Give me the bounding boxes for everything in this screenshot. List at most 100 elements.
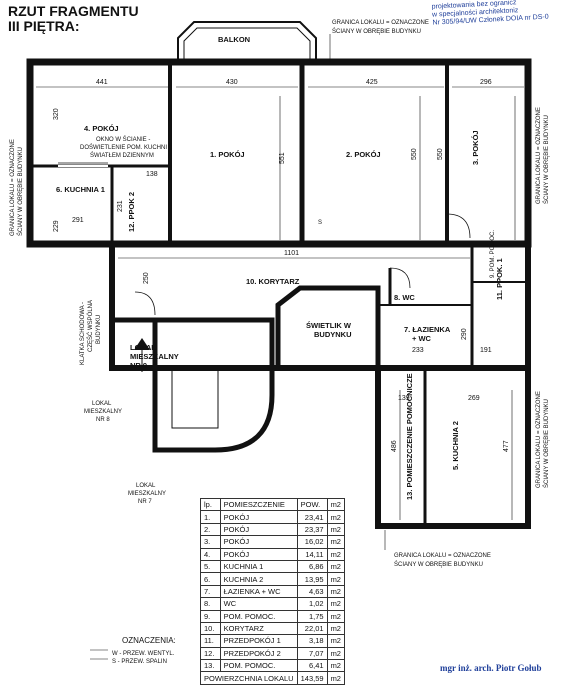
dim-139: 139: [398, 395, 410, 402]
table-cell: 7,07: [296, 646, 328, 661]
room-9-label: 9. POM. POMOC.: [490, 230, 496, 278]
boundary-right-top-1: GRANICA LOKALU = OZNACZONE: [536, 107, 542, 204]
room-4-label: 4. POKÓJ: [84, 124, 119, 133]
title-line-1: RZUT FRAGMENTU: [8, 3, 139, 19]
dim-477: 477: [503, 440, 510, 452]
room-12-label: 12. PPOK 2: [127, 192, 136, 232]
dim-425: 425: [366, 79, 378, 86]
table-cell: m2: [326, 559, 345, 574]
table-cell: POM. POMOC.: [219, 609, 298, 623]
room-13-label: 13. POMIESZCZENIE POMOCNICZE: [405, 373, 414, 500]
skylight-walls: [275, 285, 381, 371]
table-cell: 11.: [200, 634, 221, 648]
legend-flue: S - PRZEW. SPALIN: [112, 659, 167, 665]
room-10-label: 10. KORYTARZ: [246, 277, 300, 286]
architect-signature: mgr inż. arch. Piotr Gołub: [440, 663, 542, 673]
unit9-label-1: LOKAL: [130, 343, 156, 352]
table-cell: 7.: [200, 584, 221, 599]
unit9-label-2: MIESZKALNY: [130, 352, 179, 361]
stairwell-walls: [112, 317, 275, 453]
table-cell: m2: [326, 597, 345, 611]
boundary-left-2: ŚCIANY W OBRĘBIE BUDYNKU: [16, 147, 24, 236]
table-cell: PRZEDPOKÓJ 1: [219, 634, 298, 648]
stairwell-label-1: KLATKA SCHODOWA -: [80, 302, 86, 365]
dim-233: 233: [412, 347, 424, 354]
door-swing-2: [389, 267, 411, 289]
dim-138: 138: [146, 171, 158, 178]
dim-550: 550: [411, 148, 418, 160]
boundary-right-top-2: ŚCIANY W OBRĘBIE BUDYNKU: [542, 115, 550, 204]
table-cell: m2: [326, 535, 345, 549]
stair-core: [171, 367, 219, 429]
table-cell: m2: [326, 547, 345, 561]
dim-550b: 550: [437, 148, 444, 160]
table-cell: 10.: [200, 621, 221, 636]
table-header-cell: lp.: [200, 497, 221, 512]
unit9-label-3: NR 9: [130, 361, 147, 370]
dim-320: 320: [53, 108, 60, 120]
table-cell: m2: [326, 646, 345, 661]
table-cell: m2: [326, 621, 345, 636]
boundary-right-bottom-2: ŚCIANY W OBRĘBIE BUDYNKU: [542, 399, 550, 488]
table-cell: m2: [326, 572, 345, 586]
table-cell: POM. POMOC.: [219, 659, 298, 673]
table-cell: m2: [326, 522, 345, 537]
room-7-label-2: + WC: [412, 334, 432, 343]
table-cell: 5.: [200, 559, 221, 574]
table-cell: m2: [326, 659, 345, 673]
unit8-label-3: NR 8: [96, 417, 110, 423]
balcony-label: BALKON: [218, 35, 250, 44]
lower-right-walls: [375, 365, 531, 529]
room-3-label: 3. POKÓJ: [471, 130, 480, 165]
door-swing-3: [134, 291, 156, 316]
table-cell: 12.: [200, 646, 221, 661]
balcony-inner: [183, 27, 311, 62]
dim-269: 269: [468, 395, 480, 402]
table-cell: POKÓJ: [219, 522, 298, 537]
table-cell: 3.: [200, 535, 221, 549]
table-cell: 6,86: [296, 559, 328, 574]
unit8-label-2: MIESZKALNY: [84, 409, 122, 415]
table-cell: 3,18: [296, 634, 328, 648]
table-cell: POKÓJ: [219, 510, 298, 524]
unit7-label-1: LOKAL: [136, 483, 156, 489]
table-cell: 2.: [200, 522, 221, 537]
table-header-row: lp. POMIESZCZENIE POW. m2: [200, 497, 345, 512]
boundary-top-2: ŚCIANY W OBRĘBIE BUDYNKU: [332, 27, 421, 35]
table-cell: 4.: [200, 547, 221, 561]
boundary-top-1: GRANICA LOKALU = OZNACZONE: [332, 20, 429, 26]
table-header-cell: POMIESZCZENIE: [219, 497, 298, 512]
room-8-label: 8. WC: [394, 293, 415, 302]
room-7-label-1: 7. ŁAZIENKA: [404, 325, 451, 334]
table-cell: 23,37: [296, 522, 328, 537]
table-cell: 22,01: [296, 621, 328, 636]
dim-551: 551: [279, 152, 286, 164]
unit8-label-1: LOKAL: [92, 401, 112, 407]
table-cell: KORYTARZ: [219, 621, 298, 636]
window-note-1: OKNO W ŚCIANIE -: [96, 135, 150, 143]
flue-mark: S: [318, 220, 322, 226]
dim-191: 191: [480, 347, 492, 354]
table-cell: POKÓJ: [219, 535, 298, 549]
boundary-bottom-2: ŚCIANY W OBRĘBIE BUDYNKU: [394, 560, 483, 568]
table-cell: 9.: [200, 609, 221, 623]
table-header-cell: m2: [326, 497, 345, 512]
table-cell: 6,41: [296, 659, 328, 673]
drawing-title: RZUT FRAGMENTU III PIĘTRA:: [8, 4, 139, 34]
dim-290: 290: [461, 328, 468, 340]
table-cell: 8.: [200, 597, 221, 611]
table-cell: 13.: [200, 659, 221, 673]
stair-arrow-icon: [134, 338, 150, 350]
dim-250: 250: [143, 272, 150, 284]
table-cell: 16,02: [296, 535, 328, 549]
table-cell: WC: [219, 597, 298, 611]
